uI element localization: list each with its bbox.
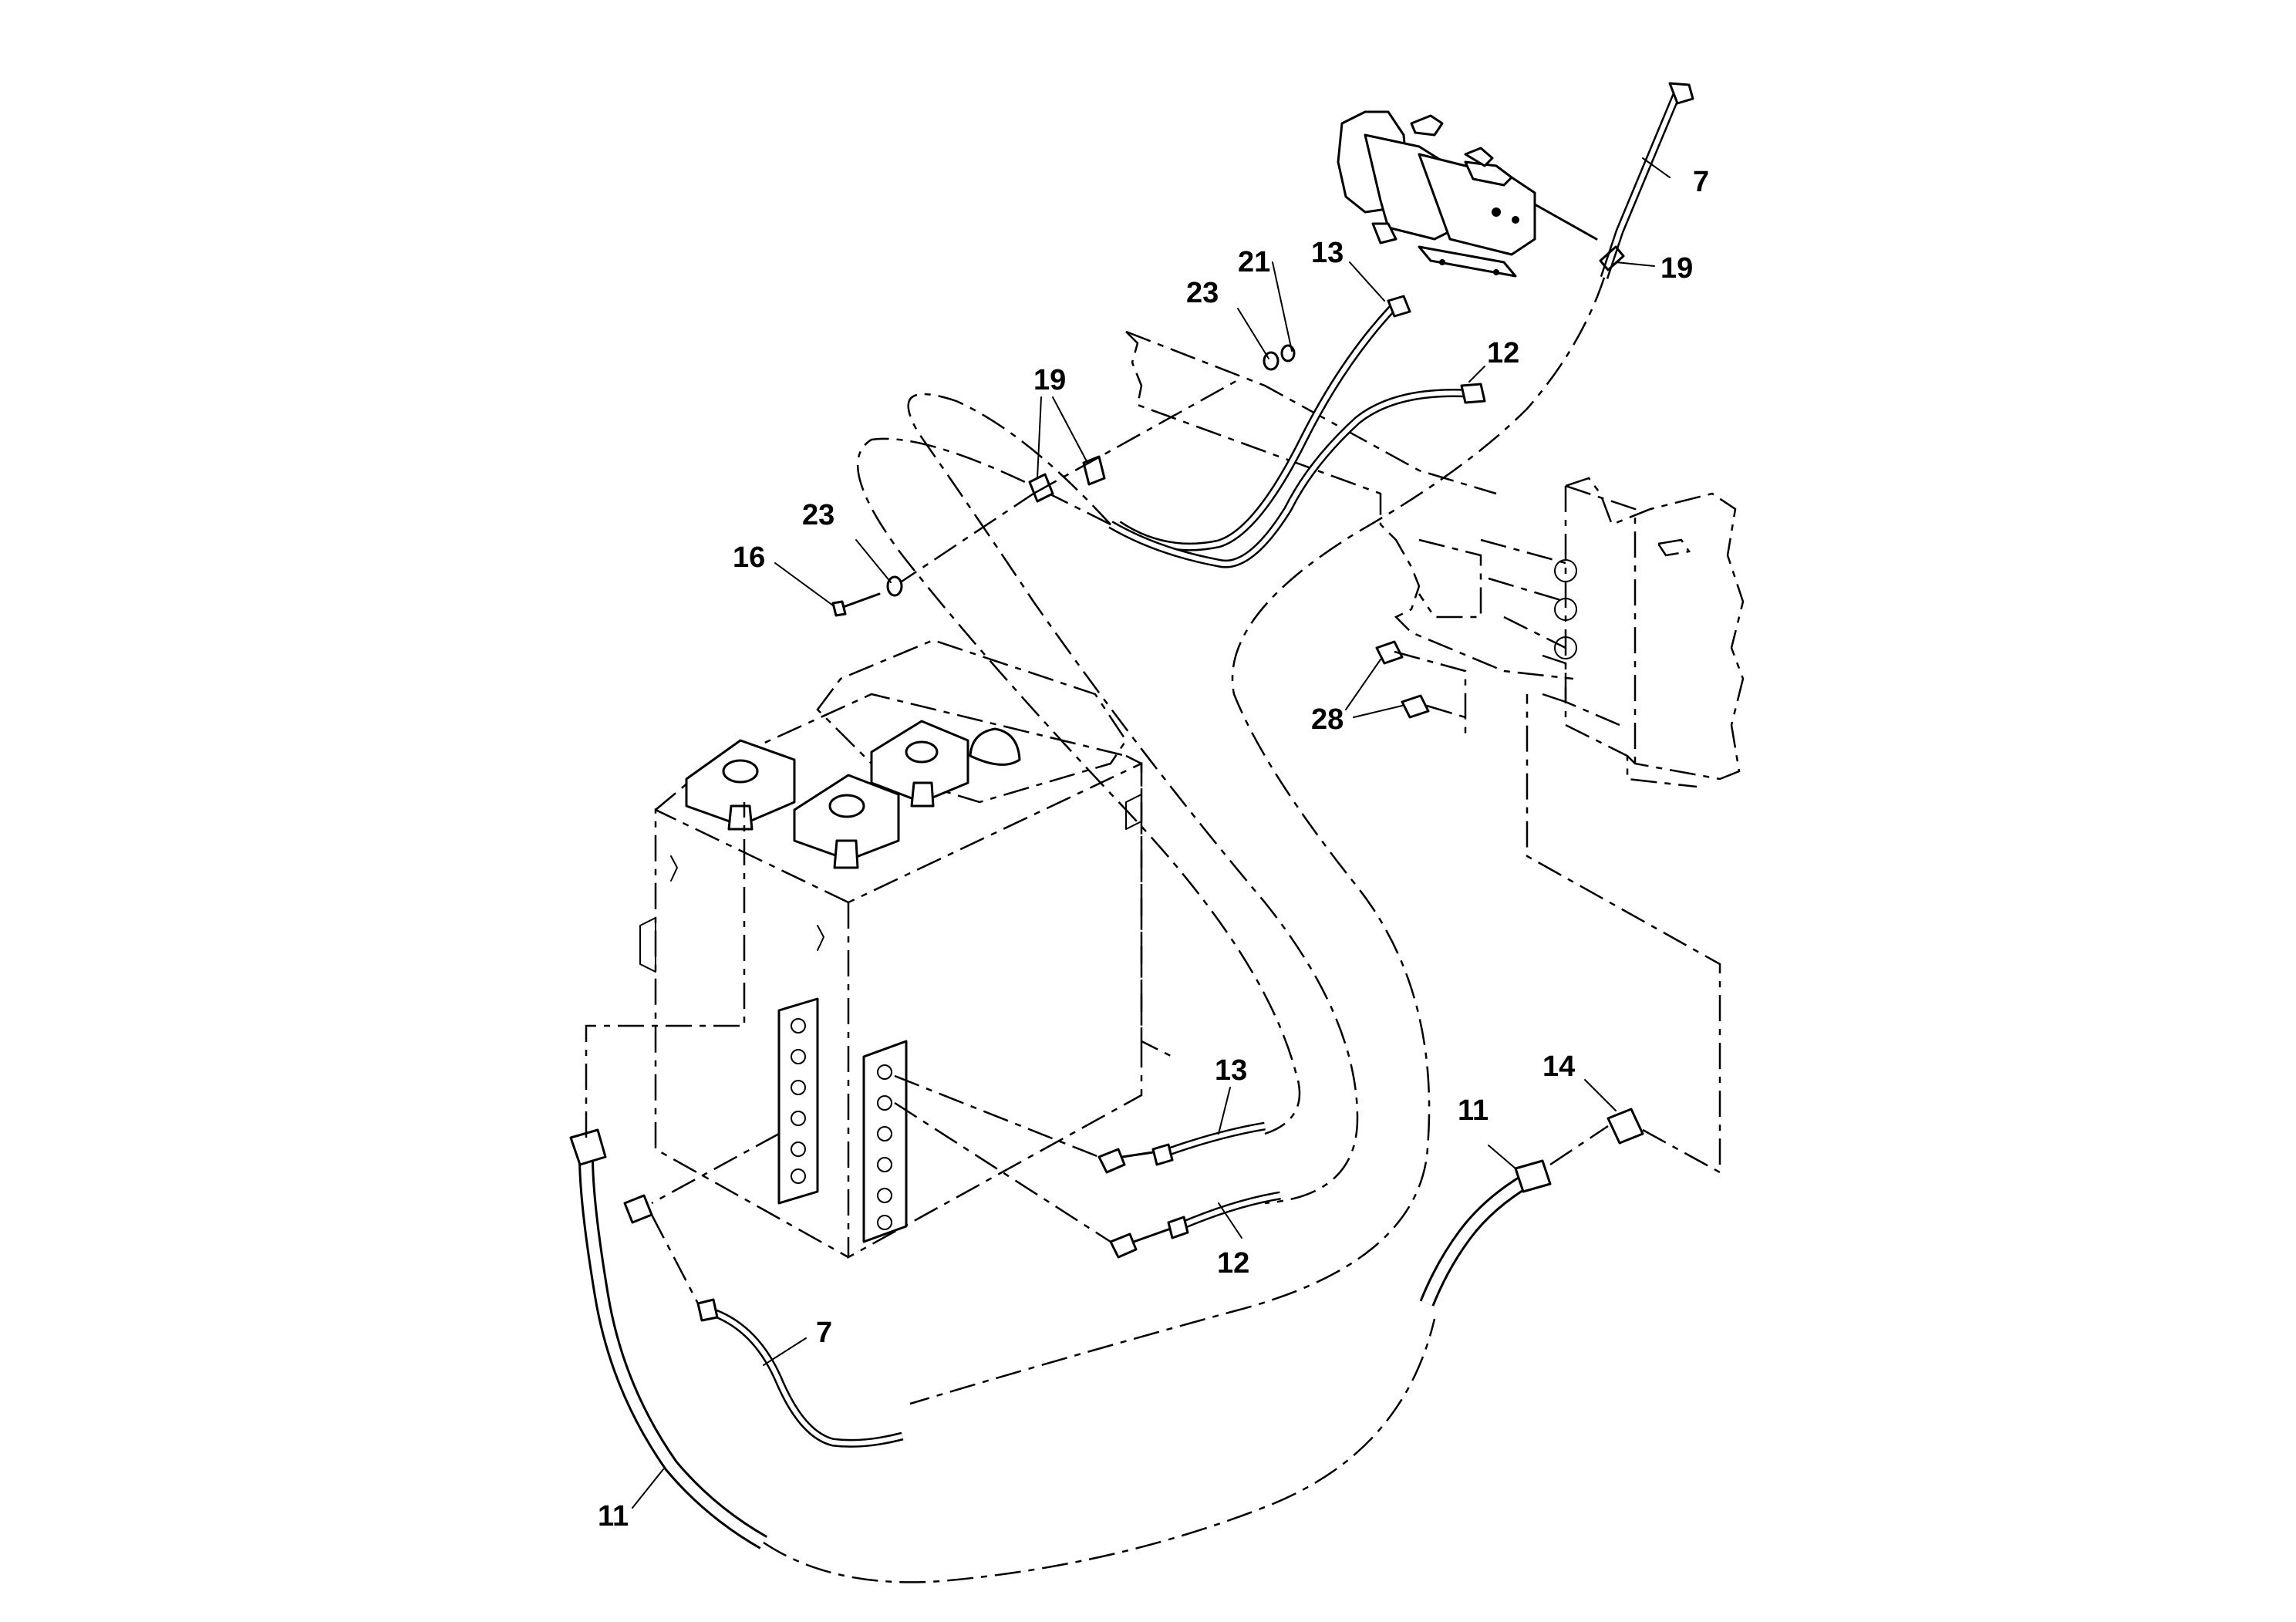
callout-12-lower: 12 (1217, 1247, 1249, 1280)
washer-23-lower (886, 575, 903, 597)
clips-19 (894, 376, 1242, 588)
breather-cap (969, 727, 1021, 766)
hose-11-right (1419, 1159, 1552, 1307)
callout-19-middle: 19 (1033, 364, 1066, 396)
callouts: 7 19 21 13 23 12 19 23 16 28 13 14 11 12… (598, 166, 1709, 1533)
bolt-16 (831, 592, 881, 617)
hydraulic-pump (1337, 110, 1598, 278)
callout-14: 14 (1542, 1050, 1575, 1083)
leader-lines (632, 157, 1671, 1509)
filter-head-left (685, 739, 796, 831)
callout-23-lower: 23 (802, 499, 834, 531)
callout-28: 28 (1311, 703, 1344, 736)
callout-7-upper: 7 (1693, 166, 1709, 198)
callout-23-upper: 23 (1186, 277, 1219, 309)
callout-19-upper: 19 (1660, 252, 1693, 285)
hose-7-upper (909, 82, 1694, 1405)
hydraulic-tank (639, 639, 1173, 1259)
hose-7-lower (623, 1132, 904, 1448)
hose-11-left (569, 802, 1436, 1583)
callout-12-upper: 12 (1487, 337, 1519, 369)
fittings-28 (1375, 640, 1467, 740)
pressure-sensor-14 (1526, 694, 1721, 1175)
filter-head-right (870, 720, 969, 808)
callout-13-lower: 13 (1215, 1054, 1247, 1087)
frame-bracket (1125, 330, 1574, 680)
filter-head-middle (793, 774, 900, 869)
valve-block-assembly (1480, 477, 1745, 788)
callout-21: 21 (1238, 246, 1270, 278)
hoses-13-12-upper (856, 295, 1486, 1205)
callout-7-lower: 7 (816, 1317, 832, 1349)
callout-16: 16 (733, 541, 765, 574)
callout-13-upper: 13 (1311, 237, 1344, 269)
callout-11-right: 11 (1458, 1094, 1489, 1127)
hoses-13-12-lower (894, 1074, 1281, 1259)
port-holes (791, 1018, 892, 1230)
callout-11-left: 11 (598, 1500, 629, 1533)
